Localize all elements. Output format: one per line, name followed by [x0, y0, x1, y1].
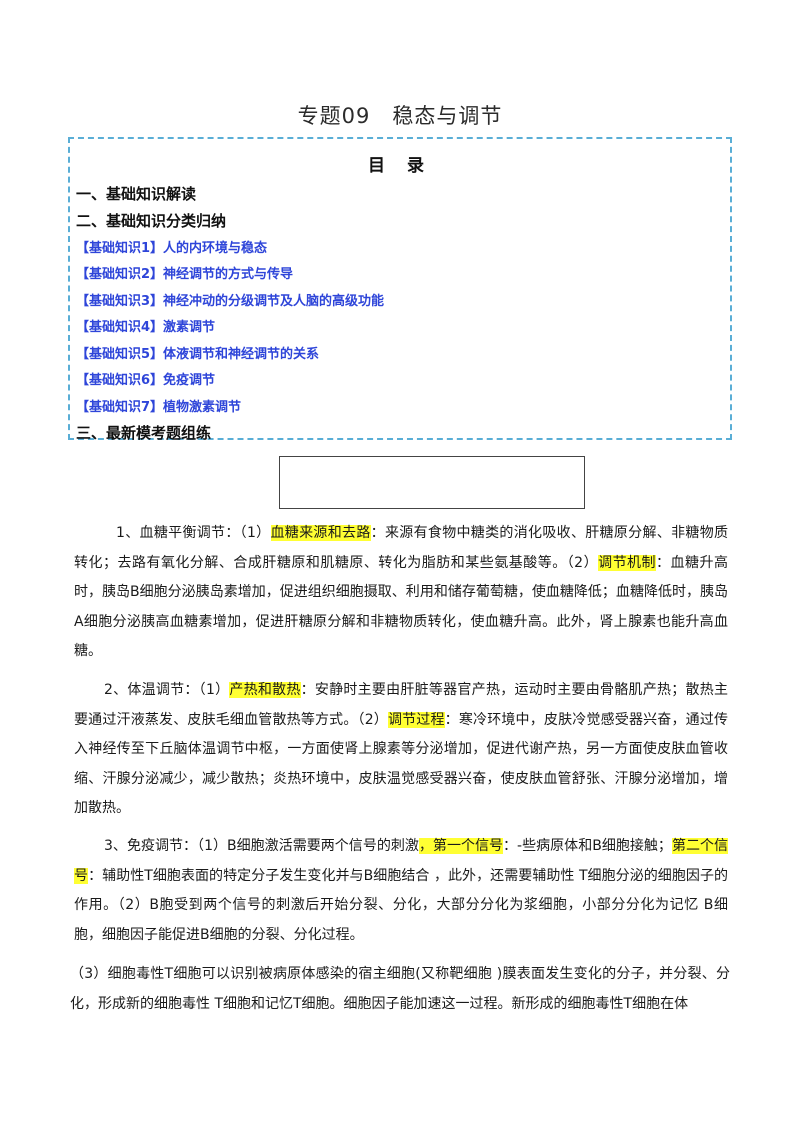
highlight-text: ，第一个信号: [418, 838, 504, 854]
toc-link-knowledge-6[interactable]: 【基础知识6】免疫调节: [76, 373, 216, 388]
toc-heading: 目 录: [368, 156, 432, 176]
text-run: ：辅助性T细胞表面的特定分子发生变化并与B细胞结合 ，此外，还需要辅助性 T细胞…: [74, 867, 729, 943]
text-run: ：安静时主要由肝脏等器官产热，运动时主要由骨骼肌产热；散热主要通过汗液蒸发、皮肤…: [74, 682, 729, 728]
toc-link-knowledge-4[interactable]: 【基础知识4】激素调节: [76, 320, 216, 335]
highlight-text: 调节机制: [598, 554, 657, 571]
toc-link-knowledge-5[interactable]: 【基础知识5】体液调节和神经调节的关系: [76, 347, 320, 362]
toc-link-knowledge-3[interactable]: 【基础知识3】神经冲动的分级调节及人脑的高级功能: [76, 294, 385, 309]
text-run: ：-些病原体和B细胞接触；: [503, 838, 672, 854]
table-of-contents: 目 录 一、基础知识解读 二、基础知识分类归纳 【基础知识1】人的内环境与稳态 …: [68, 137, 732, 442]
highlight-text: 调节过程: [387, 711, 445, 728]
paragraph-cytotoxic-t-cells: （3）细胞毒性T细胞可以识别被病原体感染的宿主细胞(又称靶细胞 )膜表面发生变化…: [70, 966, 730, 1012]
toc-section-basics-reading[interactable]: 一、基础知识解读: [76, 185, 197, 203]
toc-link-knowledge-1[interactable]: 【基础知识1】人的内环境与稳态: [76, 241, 268, 256]
text-run: 2、体温调节：（1）: [104, 682, 230, 698]
paragraph-body-temperature: 2、体温调节：（1）产热和散热：安静时主要由肝脏等器官产热，运动时主要由骨骼肌产…: [74, 676, 728, 824]
toc-section-mock-exams[interactable]: 三、最新模考题组练: [76, 424, 212, 442]
toc-section-basics-classification[interactable]: 二、基础知识分类归纳: [76, 212, 227, 230]
highlight-text: 血糖来源和去路: [270, 525, 371, 541]
toc-link-knowledge-7[interactable]: 【基础知识7】植物激素调节: [76, 400, 242, 415]
text-run: 3、免疫调节：（1）B细胞激活需要两个信号的刺激: [104, 838, 419, 854]
paragraph-blood-glucose: 1、血糖平衡调节：（1）血糖来源和去路：来源有食物中糖类的消化吸收、肝糖原分解、…: [74, 519, 728, 667]
page-title: 专题09 稳态与调节: [297, 104, 503, 128]
text-run: ：来源有食物中糖类的消化吸收、肝糖原分解、非糖物质转化；去路有氧化分解、合成肝糖…: [74, 525, 729, 571]
paragraph-immune-regulation: 3、免疫调节：（1）B细胞激活需要两个信号的刺激，第一个信号：-些病原体和B细胞…: [74, 832, 729, 950]
toc-link-knowledge-2[interactable]: 【基础知识2】神经调节的方式与传导: [76, 267, 294, 282]
text-run: 1、血糖平衡调节：（1）: [116, 525, 271, 541]
highlight-text: 产热和散热: [229, 682, 301, 698]
empty-placeholder-box: [279, 456, 585, 509]
text-run: ：血糖升高时，胰岛B细胞分泌胰岛素增加，促进组织细胞摄取、利用和储存葡萄糖，使血…: [74, 554, 729, 660]
text-run: ：寒冷环境中，皮肤冷觉感受器兴奋，通过传入神经传至下丘脑体温调节中枢，一方面使肾…: [74, 711, 729, 817]
